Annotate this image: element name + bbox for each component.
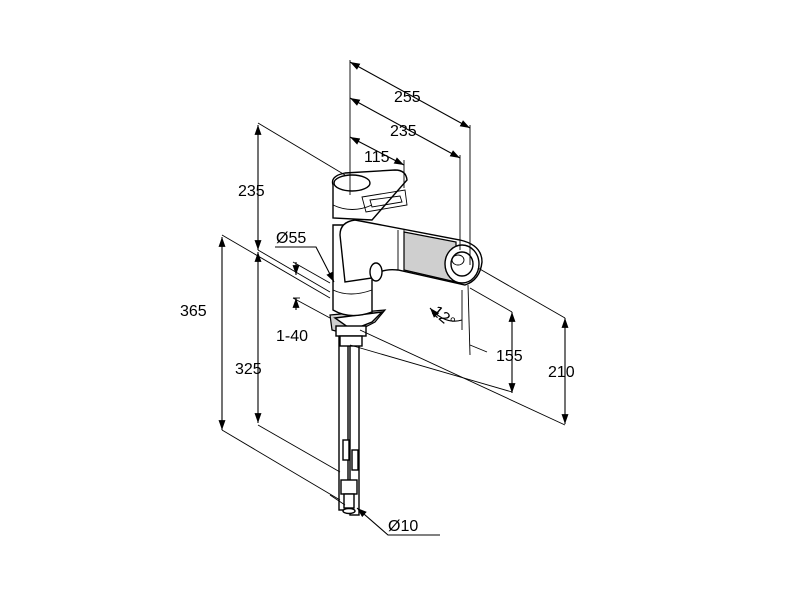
- dim-line-115: [349, 136, 405, 166]
- label-width-spout: 235: [390, 123, 417, 140]
- label-deck-thickness: 1-40: [276, 328, 308, 345]
- label-spout-height: 210: [548, 364, 575, 381]
- label-swivel-angle: 12°: [428, 303, 457, 332]
- label-height-total: 365: [180, 303, 207, 320]
- dim-leader-10: [356, 507, 440, 536]
- dimension-lines: [218, 60, 569, 536]
- dim-line-235-spout: [349, 97, 461, 159]
- label-width-lever: 115: [364, 149, 390, 166]
- label-width-total: 255: [394, 89, 421, 106]
- dimension-labels: 255 235 115 235 Ø55 365 1-40 325 12° 155…: [180, 89, 575, 535]
- pull-out-spout: [339, 219, 483, 286]
- dim-arc-12deg: [429, 307, 463, 322]
- dim-leader-55: [275, 246, 335, 283]
- label-spout-outlet-height: 155: [496, 348, 523, 365]
- mounting-base: [329, 309, 387, 347]
- lever-handle: [331, 169, 408, 221]
- faucet-body: [329, 169, 483, 516]
- label-hose-length: 325: [235, 361, 262, 378]
- label-height-lever: 235: [238, 183, 265, 200]
- label-hose-diameter: Ø10: [388, 518, 418, 535]
- label-base-diameter: Ø55: [276, 230, 306, 247]
- supply-hoses: [338, 334, 360, 516]
